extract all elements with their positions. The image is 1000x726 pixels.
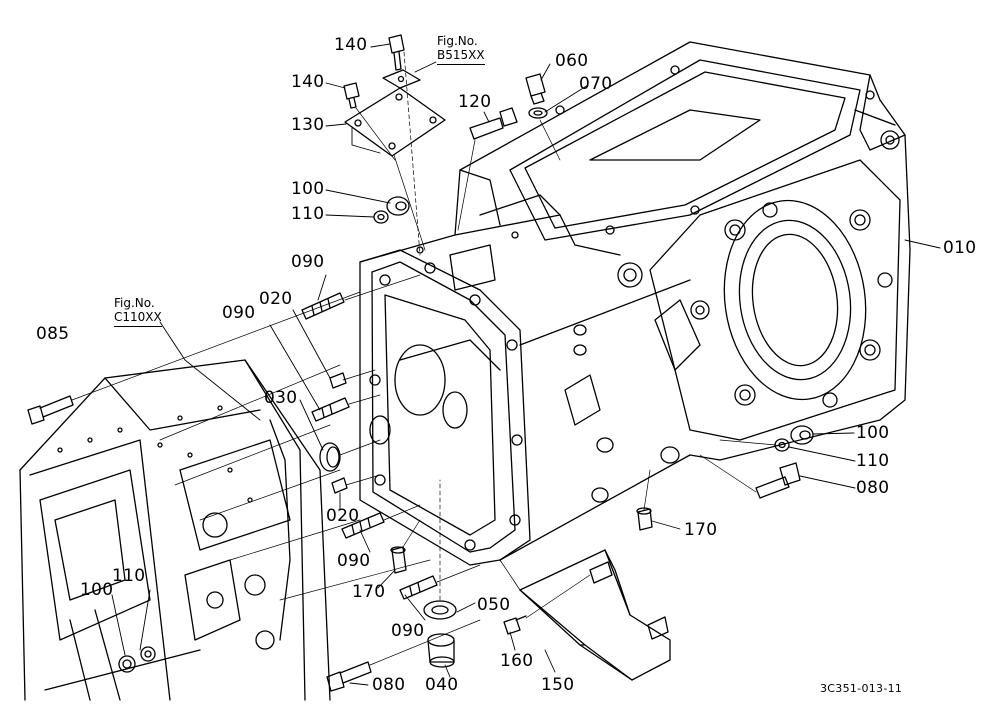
callout-110-upper: 110 [291,204,325,224]
fig-ref-label: Fig.No. [114,296,155,310]
fig-ref-b515xx: Fig.No. B515XX [437,34,485,65]
fig-ref-number: C110XX [114,310,162,327]
callout-090-b: 090 [222,303,256,323]
callout-170-left: 170 [352,582,386,602]
callout-100-upper: 100 [291,179,325,199]
plug-170-right [637,508,652,530]
plug-170-left [391,547,406,573]
callout-020-a: 020 [259,289,293,309]
gasket-plate [383,70,420,88]
callout-050: 050 [477,595,511,615]
stud-090-b [312,398,349,421]
bolt-140-upper [389,35,404,70]
fig-ref-c110xx: Fig.No. C110XX [114,296,162,327]
washer-110-upper [374,211,388,223]
adjacent-housing [20,360,330,700]
washer-070 [529,108,547,118]
drawing-code: 3C351-013-11 [820,682,903,695]
callout-080-right: 080 [856,478,890,498]
stud-090-c [342,513,384,538]
callout-170-right: 170 [684,520,718,540]
callout-010: 010 [943,238,977,258]
callout-120: 120 [458,92,492,112]
seal-030 [320,443,340,471]
washer-050 [424,601,456,619]
callout-090-c: 090 [337,551,371,571]
callout-110-lower: 110 [112,566,146,586]
pin-020-b [332,478,347,493]
bolt-080-right [756,463,800,498]
fig-ref-label: Fig.No. [437,34,478,48]
callout-080-lower: 080 [372,675,406,695]
assembly-lines [72,52,776,665]
leader-lines [112,44,940,685]
nut-100-upper [387,197,409,215]
callout-100-right: 100 [856,423,890,443]
callout-130: 130 [291,115,325,135]
callout-040: 040 [425,675,459,695]
callout-060: 060 [555,51,589,71]
guard-plate-150 [520,550,670,680]
transmission-case [360,42,910,565]
callout-150: 150 [541,675,575,695]
callout-110-right: 110 [856,451,890,471]
plug-060 [526,74,545,104]
callout-070: 070 [579,74,613,94]
plug-040 [428,634,454,667]
bolt-080-lower [327,662,371,691]
callout-020-b: 020 [326,506,360,526]
bolt-160 [504,616,526,634]
stud-090-d [400,576,437,599]
nut-100-right [791,426,813,444]
callout-085: 085 [36,324,70,344]
cover-plate [345,88,445,156]
bolt-085 [28,396,73,424]
callout-160: 160 [500,651,534,671]
callout-090-d: 090 [391,621,425,641]
callout-140-lower: 140 [291,72,325,92]
callout-140-upper: 140 [334,35,368,55]
pin-020-a [330,373,346,388]
fig-ref-number: B515XX [437,48,485,65]
callout-090-a: 090 [291,252,325,272]
callout-030: 030 [264,388,298,408]
callout-100-lower: 100 [80,580,114,600]
bolt-120 [470,108,517,139]
bolt-140-lower [344,83,359,108]
